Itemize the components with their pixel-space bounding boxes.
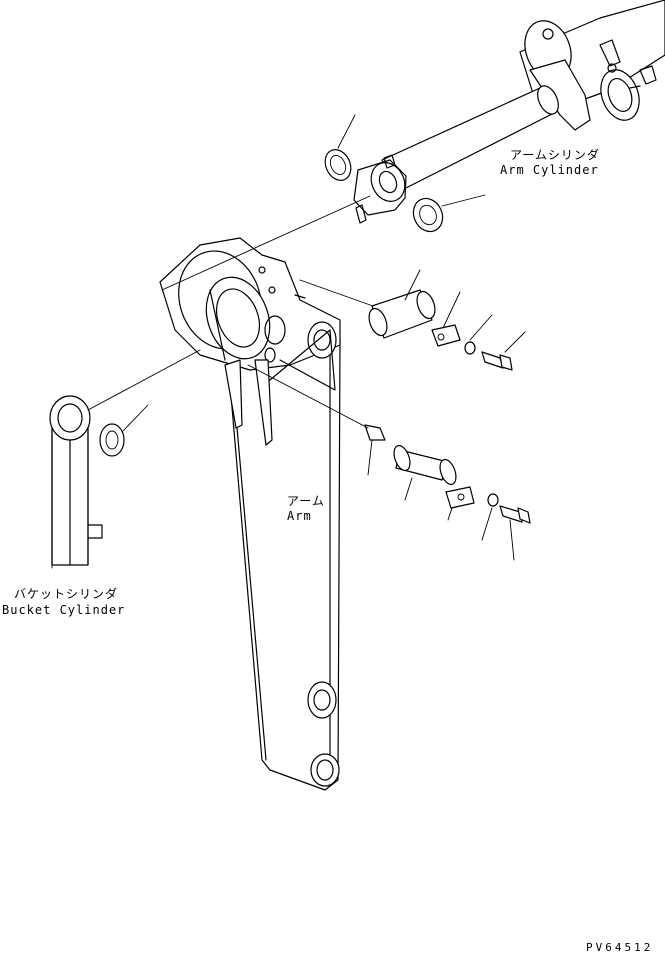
arm-cylinder-label-en: Arm Cylinder [500,163,599,177]
leader-lines [51,114,526,569]
arm-cylinder[interactable] [353,0,665,224]
bucket-cylinder-label-en: Bucket Cylinder [2,603,126,617]
arm-cylinder-label-jp: アームシリンダ [510,148,600,162]
arm-label-en: Arm [287,509,312,523]
washer-1[interactable] [464,341,476,355]
pin-1[interactable] [366,289,439,339]
lock-plate-1[interactable] [431,324,461,347]
grease-fitting[interactable] [364,424,386,441]
drawing-code: PV64512 [586,941,654,954]
shim-1[interactable] [320,145,355,184]
bolt-2[interactable] [499,505,531,524]
arm-label-jp: アーム [287,494,325,508]
lock-plate-2[interactable] [445,486,475,509]
shim-2[interactable] [408,194,448,237]
pin-2[interactable] [391,443,459,486]
bucket-cylinder[interactable] [49,395,103,566]
bolt-1[interactable] [481,351,513,371]
bucket-cylinder-label-jp: バケットシリンダ [14,587,119,601]
arm[interactable] [159,237,341,791]
washer-2[interactable] [487,493,499,507]
shim-3[interactable] [99,423,125,457]
